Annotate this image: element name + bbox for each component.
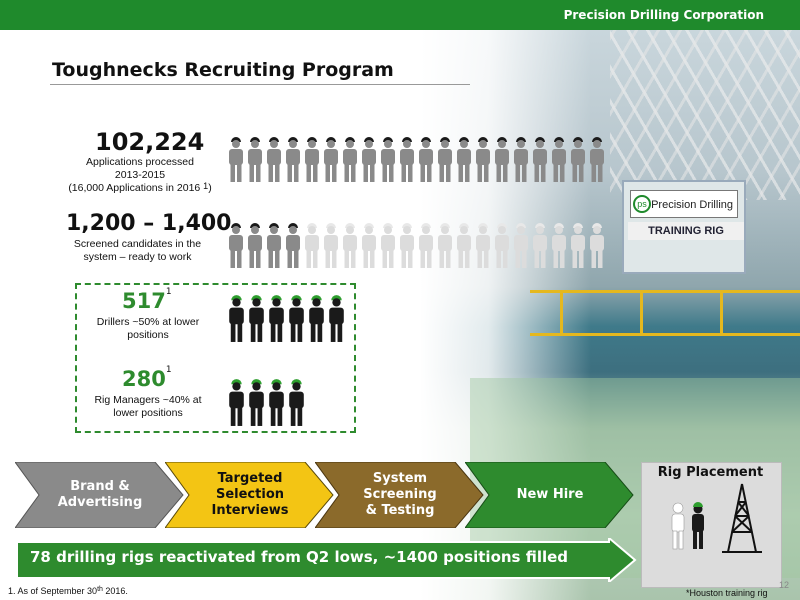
step-brand-advertising: Brand &Advertising	[15, 462, 185, 528]
person-icon	[571, 137, 585, 182]
person-icon	[305, 137, 319, 182]
person-icon	[438, 223, 452, 268]
page-number: 12	[779, 580, 790, 590]
person-icon	[552, 223, 566, 268]
person-icon	[457, 137, 471, 182]
person-icon	[248, 223, 262, 268]
person-icon	[362, 223, 376, 268]
placement-people-icon	[671, 502, 704, 550]
person-icon	[438, 137, 452, 182]
rig-managers-label: Rig Managers ~40% at lower positions	[94, 394, 202, 419]
person-icon	[514, 137, 528, 182]
screened-label: Screened candidates in the system – read…	[73, 238, 202, 263]
results-banner-text: 78 drilling rigs reactivated from Q2 low…	[30, 548, 569, 566]
person-icon	[229, 379, 244, 426]
person-icon	[286, 223, 300, 268]
person-icon	[269, 295, 284, 342]
person-icon	[457, 223, 471, 268]
person-icon	[267, 137, 281, 182]
screened-number: 1,200 – 1,400	[66, 211, 232, 236]
person-icon	[400, 137, 414, 182]
person-icon	[229, 137, 243, 182]
brand-name: Precision Drilling Corporation	[563, 8, 764, 22]
person-icon	[419, 137, 433, 182]
header-bar	[0, 0, 800, 30]
person-icon	[533, 223, 547, 268]
person-icon	[571, 223, 585, 268]
person-icon	[476, 137, 490, 182]
page-title: Toughnecks Recruiting Program	[52, 59, 394, 81]
person-icon	[533, 137, 547, 182]
person-icon	[305, 223, 319, 268]
person-icon	[514, 223, 528, 268]
applications-people-row	[227, 135, 606, 183]
drillers-label: Drillers ~50% at lower positions	[96, 316, 200, 341]
person-icon	[289, 379, 304, 426]
drillers-number: 5171	[122, 287, 172, 313]
rig-managers-people-row	[227, 377, 306, 427]
photo-credit: *Houston training rig	[686, 588, 768, 598]
rig-placement-box	[641, 462, 782, 588]
person-icon	[324, 137, 338, 182]
person-icon	[552, 137, 566, 182]
title-divider	[50, 84, 470, 85]
person-icon	[324, 223, 338, 268]
results-banner	[17, 538, 637, 582]
person-icon	[269, 379, 284, 426]
person-icon	[286, 137, 300, 182]
person-icon	[381, 137, 395, 182]
rig-railing-post	[560, 290, 563, 336]
person-icon	[362, 137, 376, 182]
step-new-hire: New Hire	[465, 462, 635, 528]
person-icon	[381, 223, 395, 268]
rig-placement-title: Rig Placement	[657, 465, 764, 480]
rig-mast-lattice-2	[610, 30, 800, 200]
person-icon	[249, 295, 264, 342]
person-icon	[476, 223, 490, 268]
person-icon	[309, 295, 324, 342]
hires-box	[75, 283, 356, 433]
person-icon	[329, 295, 344, 342]
person-icon	[229, 223, 243, 268]
person-icon	[248, 137, 262, 182]
rig-logo-icon: ps	[633, 195, 651, 213]
person-icon	[267, 223, 281, 268]
rig-railing	[530, 290, 800, 336]
person-icon	[495, 223, 509, 268]
person-icon	[400, 223, 414, 268]
applications-label: Applications processed 2013-2015 (16,000…	[68, 156, 212, 194]
person-icon	[343, 223, 357, 268]
rig-railing-post	[720, 290, 723, 336]
person-icon	[590, 223, 604, 268]
person-icon	[495, 137, 509, 182]
derrick-icon	[722, 483, 762, 553]
person-icon	[343, 137, 357, 182]
person-icon	[419, 223, 433, 268]
rig-managers-number: 2801	[122, 365, 172, 391]
footnote: 1. As of September 30th 2016.	[8, 586, 128, 596]
person-icon	[590, 137, 604, 182]
person-icon	[229, 295, 244, 342]
rig-band: TRAINING RIG	[628, 222, 744, 240]
person-icon	[249, 379, 264, 426]
drillers-people-row	[227, 293, 346, 343]
applications-number: 102,224	[95, 128, 205, 156]
screened-people-row	[227, 221, 606, 269]
rig-railing-post	[640, 290, 643, 336]
person-icon	[289, 295, 304, 342]
